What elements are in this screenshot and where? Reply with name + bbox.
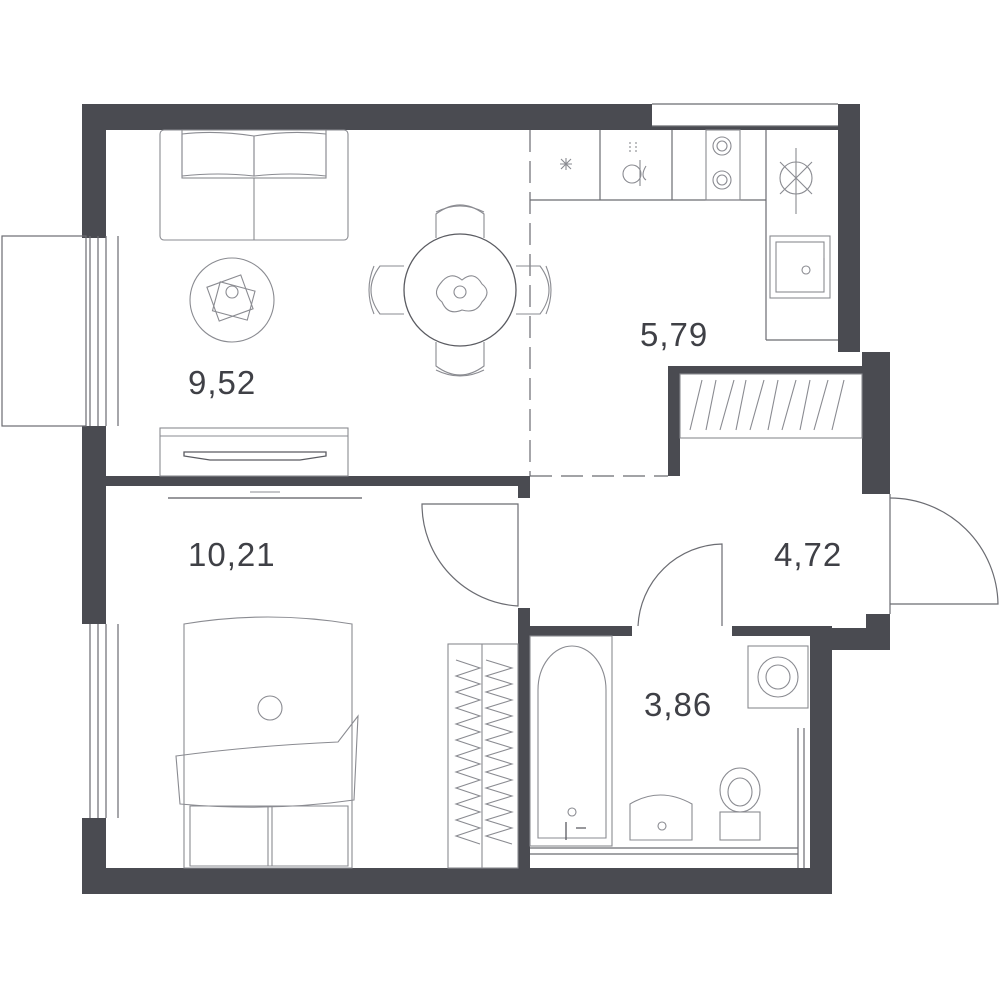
area-label-living: 9,52 [188, 364, 256, 401]
sofa-icon [159, 129, 349, 241]
washbasin-icon [629, 794, 693, 841]
bedroom-wardrobe-icon [447, 643, 519, 869]
bathroom-shelf [530, 728, 805, 868]
kitchen-counter [599, 130, 838, 341]
bathtub-icon [529, 635, 613, 847]
stove-icon [705, 129, 741, 201]
area-label-bathroom: 3,86 [644, 686, 712, 723]
area-label-kitchen: 5,79 [640, 316, 708, 353]
tv-icon [168, 491, 362, 499]
dining-table-icon [368, 204, 552, 377]
sink-icon [769, 235, 831, 299]
walls [82, 104, 890, 894]
bed-icon [175, 616, 359, 869]
doors [421, 494, 999, 627]
toilet-icon [719, 767, 761, 841]
washing-machine-icon [747, 645, 809, 709]
coffee-table-icon [189, 257, 275, 343]
area-label-bedroom: 10,21 [188, 536, 276, 573]
dishwasher-icon [622, 142, 647, 186]
fridge-icon [560, 158, 572, 170]
windows [1, 103, 838, 818]
hall-wardrobe-icon [679, 373, 863, 439]
plant-icon [779, 148, 813, 214]
tv-stand-icon [159, 427, 349, 477]
area-label-hall: 4,72 [774, 536, 842, 573]
